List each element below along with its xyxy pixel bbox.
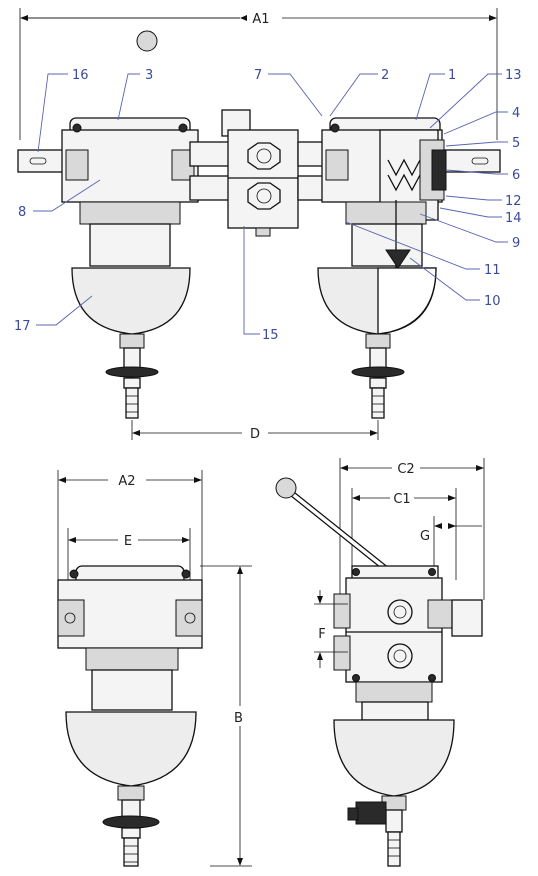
callout-8: 8 <box>18 205 26 220</box>
callout-2: 2 <box>381 68 389 83</box>
callout-14: 14 <box>505 211 522 226</box>
callout-17: 17 <box>14 319 31 334</box>
dimension-g-label: G <box>420 529 430 544</box>
callout-1: 1 <box>448 68 456 83</box>
callout-16: 16 <box>72 68 89 83</box>
dimension-a1-label: A1 <box>252 12 269 27</box>
callout-11: 11 <box>484 263 501 278</box>
callout-13: 13 <box>505 68 522 83</box>
side-view-right: C2 C1 G <box>275 458 485 867</box>
callout-12: 12 <box>505 194 522 209</box>
dimension-d-label: D <box>250 427 260 442</box>
dimension-f-label: F <box>318 627 325 642</box>
callout-4: 4 <box>512 106 520 121</box>
dimension-e-label: E <box>124 534 132 549</box>
callout-5: 5 <box>512 136 520 151</box>
callout-10: 10 <box>484 294 501 309</box>
side-view-left: A2 E B <box>57 470 252 867</box>
handle-knob-icon <box>136 30 158 52</box>
front-view-assembly: A1 <box>14 8 522 442</box>
handle-knob-icon <box>275 477 297 499</box>
dimension-c1-label: C1 <box>393 492 410 507</box>
callout-9: 9 <box>512 236 520 251</box>
callout-7: 7 <box>254 68 262 83</box>
callout-15: 15 <box>262 328 279 343</box>
dimension-a2-label: A2 <box>118 474 135 489</box>
dimension-c2-label: C2 <box>397 462 414 477</box>
callout-3: 3 <box>145 68 153 83</box>
callout-6: 6 <box>512 168 520 183</box>
dimension-b-label: B <box>234 711 243 726</box>
